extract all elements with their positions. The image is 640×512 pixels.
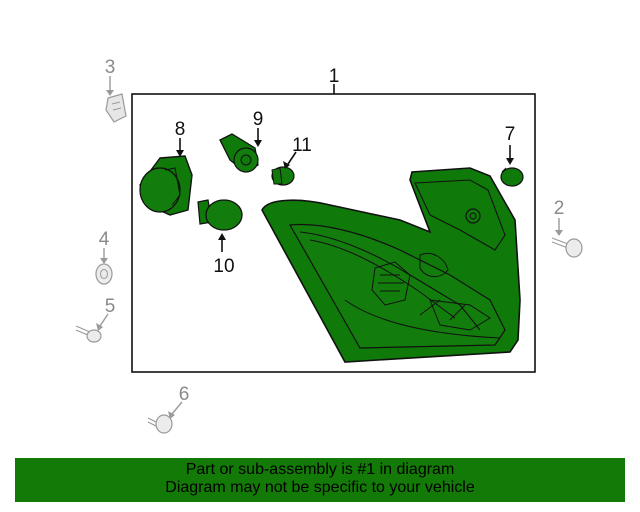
callout-arrow-2 — [555, 230, 563, 236]
callout-arrow-8 — [176, 150, 184, 157]
callout-leader-5 — [99, 313, 109, 327]
callout-1[interactable]: 1 — [329, 66, 340, 87]
callout-4[interactable]: 4 — [99, 229, 110, 250]
callout-arrow-5 — [96, 323, 103, 331]
callout-11[interactable]: 11 — [292, 135, 312, 156]
callout-leader-6 — [171, 401, 183, 415]
socket-small-part[interactable] — [219, 133, 259, 173]
callout-arrow-4 — [100, 258, 108, 264]
callout-arrow-10 — [218, 233, 226, 240]
socket-large-part[interactable] — [139, 155, 193, 216]
callout-arrow-11 — [283, 161, 290, 169]
callout-6[interactable]: 6 — [179, 384, 190, 405]
bulb-large-part[interactable] — [197, 199, 243, 231]
callout-leader-11 — [287, 151, 297, 165]
callout-8[interactable]: 8 — [175, 119, 186, 140]
callout-arrow-9 — [254, 140, 262, 147]
callout-arrow-7 — [506, 158, 514, 165]
bracket-clip-part[interactable] — [105, 93, 127, 123]
diagram-note-banner: Part or sub-assembly is #1 in diagram Di… — [15, 458, 625, 502]
callout-arrow-3 — [106, 90, 114, 96]
callout-5[interactable]: 5 — [105, 296, 116, 317]
tail-lamp-assembly[interactable] — [261, 167, 521, 363]
bulb-small-part[interactable] — [271, 166, 295, 186]
callout-arrow-6 — [168, 411, 175, 419]
parts-diagram: 1 8 9 10 — [75, 57, 583, 434]
screw-bottom-part[interactable] — [147, 414, 173, 434]
callout-10[interactable]: 10 — [213, 256, 234, 277]
callout-3[interactable]: 3 — [105, 57, 116, 78]
callout-9[interactable]: 9 — [253, 109, 264, 130]
cap-part[interactable] — [500, 167, 524, 187]
callout-2[interactable]: 2 — [554, 198, 565, 219]
nut-part[interactable] — [95, 263, 113, 285]
callout-7[interactable]: 7 — [505, 124, 516, 145]
bolt-small-part[interactable] — [75, 325, 102, 343]
note-line-2: Diagram may not be specific to your vehi… — [165, 479, 475, 496]
note-line-1: Part or sub-assembly is #1 in diagram — [185, 461, 455, 478]
screw-right-part[interactable] — [551, 237, 583, 258]
